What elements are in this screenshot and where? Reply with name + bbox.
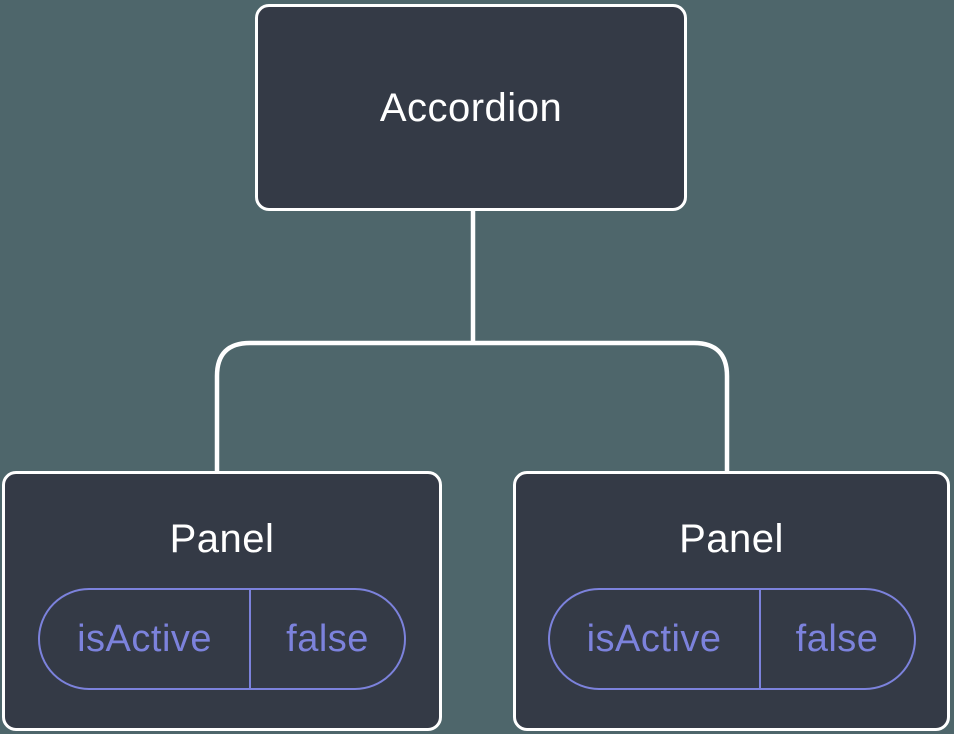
- state-name-label: isActive: [40, 590, 252, 688]
- node-panel-right: Panel isActive false: [513, 471, 950, 731]
- connector-branch: [214, 340, 730, 473]
- state-pill-right: isActive false: [547, 588, 916, 690]
- node-panel-left-label: Panel: [169, 517, 275, 561]
- node-panel-left: Panel isActive false: [2, 471, 442, 731]
- state-pill-left: isActive false: [38, 588, 406, 690]
- node-accordion: Accordion: [255, 4, 687, 211]
- state-name-label: isActive: [550, 590, 761, 688]
- node-accordion-label: Accordion: [379, 85, 563, 130]
- node-panel-right-label: Panel: [679, 517, 784, 561]
- state-value-label: false: [286, 617, 369, 660]
- state-value-label: false: [795, 617, 879, 660]
